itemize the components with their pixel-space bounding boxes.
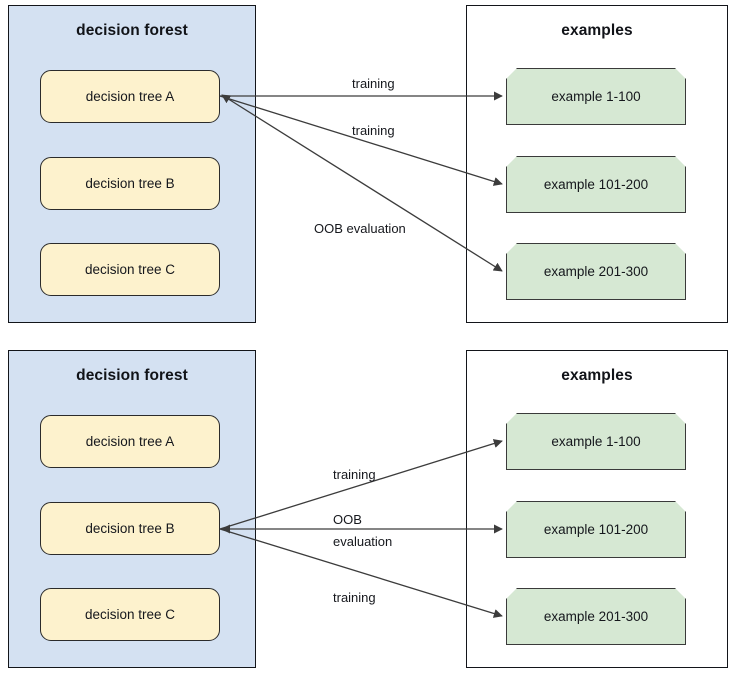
decision-tree-b-label-1: decision tree B xyxy=(85,176,175,191)
example-201-300-node-1[interactable]: example 201-300 xyxy=(506,243,686,300)
decision-tree-a-label-1: decision tree A xyxy=(85,89,175,104)
example-1-100-node-1[interactable]: example 1-100 xyxy=(506,68,686,125)
edge-label-training-2a: training xyxy=(333,467,376,482)
diagram-panel-1: decision forest examples decision tree A… xyxy=(0,0,737,340)
example-201-300-node-2[interactable]: example 201-300 xyxy=(506,588,686,645)
example-1-100-node-2[interactable]: example 1-100 xyxy=(506,413,686,470)
example-101-200-node-1[interactable]: example 101-200 xyxy=(506,156,686,213)
diagram-panel-2: decision forest examples decision tree A… xyxy=(0,345,737,685)
example-1-100-label-1: example 1-100 xyxy=(551,89,641,104)
edge-label-oob-2-line2: evaluation xyxy=(333,534,393,549)
edge-label-training-2b: training xyxy=(333,590,376,605)
decision-tree-b-node-2[interactable]: decision tree B xyxy=(40,502,220,555)
decision-tree-c-label-2: decision tree C xyxy=(84,607,176,622)
decision-tree-b-label-2: decision tree B xyxy=(85,521,175,536)
decision-forest-title-1: decision forest xyxy=(76,22,188,39)
examples-title-2: examples xyxy=(561,367,633,384)
decision-tree-a-label-2: decision tree A xyxy=(85,434,175,449)
example-201-300-label-1: example 201-300 xyxy=(543,264,649,279)
decision-forest-title-2: decision forest xyxy=(76,367,188,384)
edge-tree-a-to-example-3 xyxy=(221,94,503,272)
decision-tree-a-node-2[interactable]: decision tree A xyxy=(40,415,220,468)
decision-tree-c-label-1: decision tree C xyxy=(84,262,176,277)
decision-tree-c-node-2[interactable]: decision tree C xyxy=(40,588,220,641)
example-201-300-label-2: example 201-300 xyxy=(543,609,649,624)
edge-label-oob-evaluation-1: OOB evaluation xyxy=(314,221,406,236)
edge-label-training-1b: training xyxy=(352,123,395,138)
examples-title-1: examples xyxy=(561,22,633,39)
example-101-200-label-1: example 101-200 xyxy=(543,177,649,192)
edge-label-training-1a: training xyxy=(352,76,395,91)
edge-label-oob-2-line1: OOB xyxy=(333,512,362,527)
decision-tree-a-node-1[interactable]: decision tree A xyxy=(40,70,220,123)
example-101-200-label-2: example 101-200 xyxy=(543,522,649,537)
example-1-100-label-2: example 1-100 xyxy=(551,434,641,449)
decision-tree-b-node-1[interactable]: decision tree B xyxy=(40,157,220,210)
example-101-200-node-2[interactable]: example 101-200 xyxy=(506,501,686,558)
decision-tree-c-node-1[interactable]: decision tree C xyxy=(40,243,220,296)
edge-tree-a-to-example-2 xyxy=(219,95,503,186)
